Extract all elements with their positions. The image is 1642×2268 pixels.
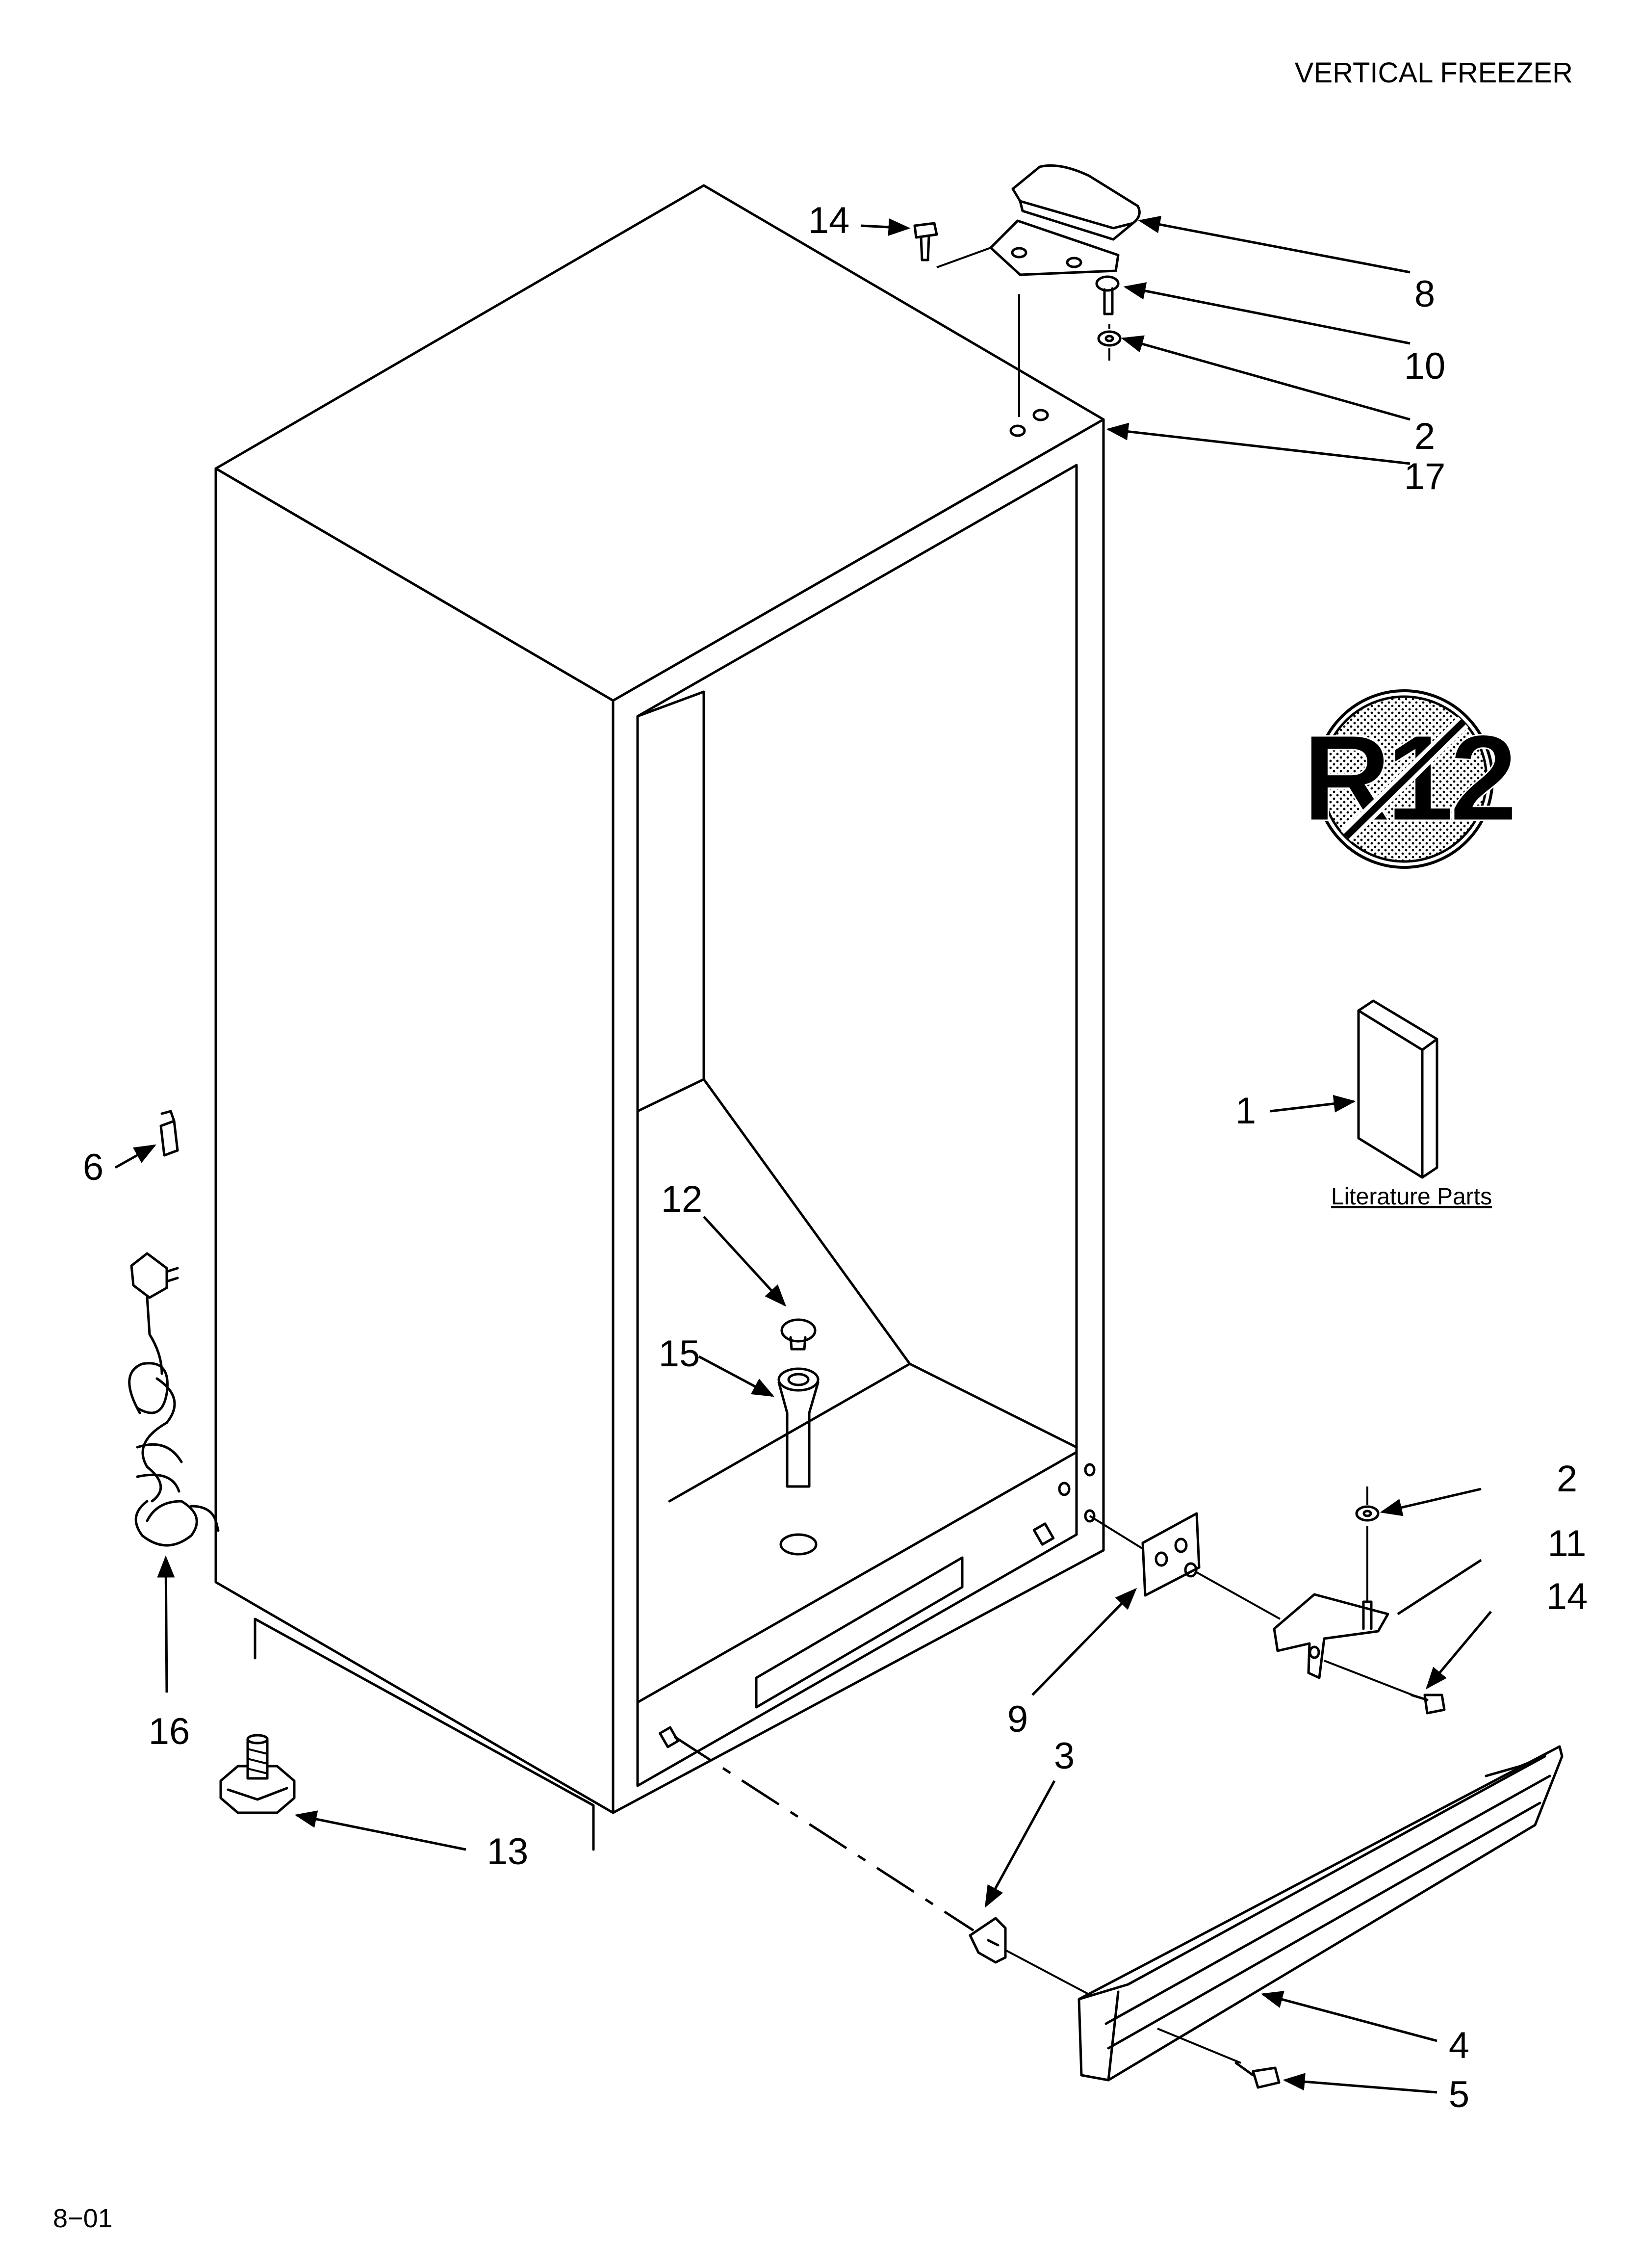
grille-clip (969, 1917, 1007, 1964)
callout-10: 10 (1404, 345, 1446, 387)
callout-3: 3 (1054, 1735, 1075, 1777)
callout-2-bottom: 2 (1557, 1458, 1577, 1500)
callout-4: 4 (1449, 2025, 1469, 2066)
callout-8: 8 (1414, 273, 1435, 315)
literature-booklet (1357, 999, 1438, 1179)
callout-5: 5 (1449, 2074, 1469, 2115)
callout-12: 12 (661, 1178, 703, 1220)
toe-grille (1078, 1745, 1564, 2082)
top-hinge-assembly (913, 164, 1141, 417)
callout-1: 1 (1235, 1090, 1256, 1132)
literature-caption: Literature Parts (1331, 1184, 1492, 1210)
callout-13: 13 (487, 1831, 529, 1873)
page-header-title: VERTICAL FREEZER (1295, 57, 1573, 89)
r12-badge-text: R12 (1303, 709, 1514, 846)
drain-assembly (777, 1318, 820, 1556)
callout-14-top: 14 (808, 200, 850, 241)
alignment-line (673, 1735, 975, 1932)
callout-14-bottom: 14 (1546, 1576, 1588, 1617)
leveling-leg (219, 1734, 296, 1814)
callout-6: 6 (83, 1147, 103, 1188)
no-r12-badge: R12 (1302, 689, 1519, 869)
callout-16: 16 (149, 1711, 190, 1752)
lower-hinge-assembly (1089, 1486, 1446, 1715)
callout-numbers: 14 8 10 2 17 1 6 12 15 2 11 14 9 3 13 16… (83, 200, 1588, 2115)
power-cord (128, 1252, 220, 1547)
revision-code: 8−01 (53, 2204, 113, 2233)
callout-15: 15 (659, 1333, 700, 1375)
wire-clip (159, 1110, 179, 1157)
callout-9: 9 (1007, 1698, 1028, 1740)
cabinet-body (214, 184, 1105, 1851)
callout-17: 17 (1404, 456, 1446, 497)
callout-arrows (114, 215, 1492, 2094)
grille-screw (1157, 2028, 1281, 2089)
callout-11: 11 (1548, 1523, 1587, 1564)
callout-2-top: 2 (1414, 416, 1435, 457)
